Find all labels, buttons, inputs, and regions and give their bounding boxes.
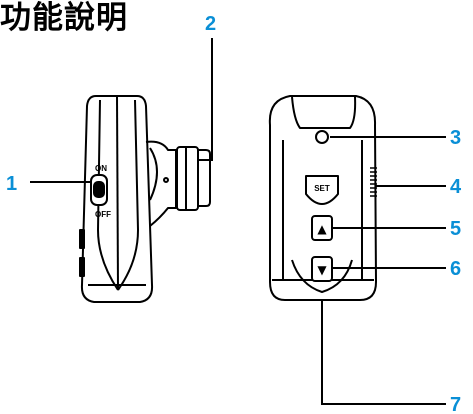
page-title: 功能說明 [0,0,128,35]
set-button[interactable] [305,175,339,205]
down-arrow-icon: ▼ [317,263,327,277]
earpiece-bud [176,146,199,211]
callout-lines [30,38,446,405]
earpiece-bud-rim [198,149,211,207]
earpiece-dot [163,177,169,183]
side-view-device [79,95,211,303]
front-view-device [268,95,377,301]
callout-3: 3 [450,127,461,149]
side-button-lower [79,257,85,277]
callout-line-2 [198,38,213,161]
callout-4: 4 [450,176,462,198]
earpiece-arm-curve [149,147,158,201]
switch-off-label: OFF [95,210,111,219]
side-body-inner-right [117,99,139,291]
side-body-seam [116,95,119,291]
callout-6: 6 [450,258,461,280]
callout-7: 7 [450,394,461,414]
up-arrow-icon: ▲ [317,222,327,236]
power-switch-knob [93,181,105,198]
front-body-lower-curve [291,259,353,293]
microphone-hole [315,130,329,144]
set-button-label: SET [314,184,330,193]
front-body-top-ridge [291,96,357,129]
callout-line-7 [321,300,446,405]
side-grille [370,167,377,197]
callout-2: 2 [205,13,216,35]
callout-1: 1 [6,173,17,195]
front-body-outline [268,95,377,301]
switch-on-label: ON [95,164,107,173]
callout-5: 5 [450,218,461,240]
side-body-outline [80,95,154,303]
side-body-inner-left [97,99,119,291]
side-button-upper [79,229,85,249]
